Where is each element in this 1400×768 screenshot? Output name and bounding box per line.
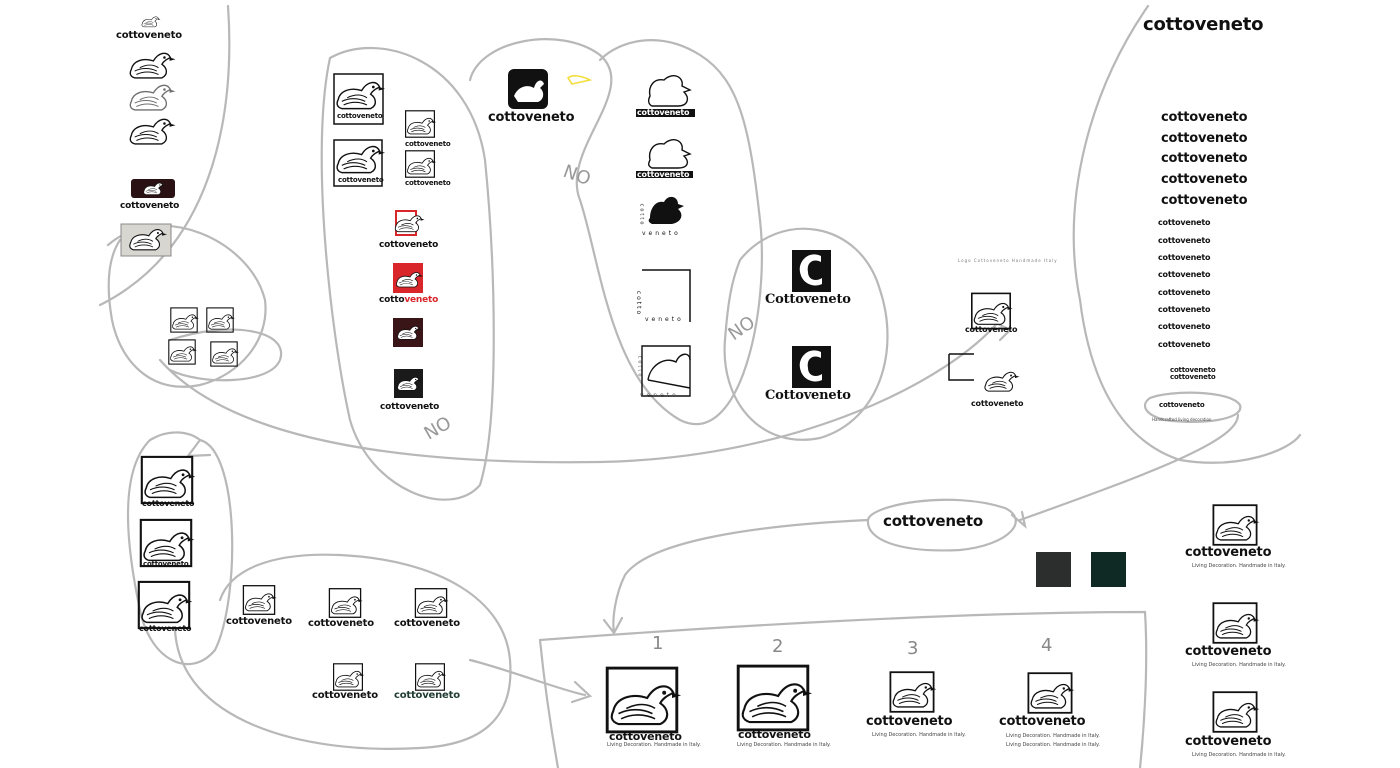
- lockup-tagline-1: Living Decoration. Handmade in Italy.: [1192, 563, 1286, 569]
- wordmark-mid-b: cottoveneto: [971, 399, 1024, 408]
- wordmark-col2-g: cottoveneto: [380, 402, 440, 412]
- wordmark-col3-large: cottoveneto: [488, 110, 575, 125]
- wordmark-col1-a: cottoveneto: [116, 30, 182, 41]
- wordmark-s4: cottoveneto: [1158, 270, 1211, 279]
- wordmark-ellipse: cottoveneto: [883, 512, 983, 530]
- split-label-a-bottom: veneto: [642, 230, 681, 237]
- lockup-wordmark-3: cottoveneto: [1185, 734, 1272, 749]
- c-monograms: [792, 250, 831, 388]
- lockup-wordmark-1: cottoveneto: [1185, 545, 1272, 560]
- wordmark-r1: cottoveneto: [1161, 110, 1248, 125]
- wordmark-col2-f: cottoveneto: [379, 295, 438, 305]
- wordmark-col2-f-top: cotto: [379, 295, 405, 305]
- wordmark-col2-b: cottoveneto: [338, 176, 384, 184]
- option-number-2: 2: [772, 636, 784, 657]
- wordmark-col2-a: cottoveneto: [337, 112, 383, 120]
- option-number-1: 1: [652, 633, 664, 654]
- wordmark-col2-c: cottoveneto: [405, 140, 451, 148]
- wordmark-s6: cottoveneto: [1158, 305, 1211, 314]
- wordmark-bm-4: cottoveneto: [312, 690, 378, 701]
- wordmark-s7: cottoveneto: [1158, 322, 1211, 331]
- color-swatch-dark: [1036, 552, 1071, 587]
- wordmark-hero: cottoveneto: [1143, 14, 1264, 35]
- middle-right-frames: [948, 293, 1021, 392]
- final-wordmark-2: cottoveneto: [738, 728, 811, 741]
- wordmark-col2-f-bottom: veneto: [404, 295, 439, 305]
- wordmark-left-b: cottoveneto: [143, 560, 189, 568]
- final-wordmark-3: cottoveneto: [866, 714, 953, 729]
- wordmark-r4: cottoveneto: [1161, 172, 1248, 187]
- wordmark-stacked: cottoveneto cottoveneto: [1170, 366, 1216, 381]
- wordmark-s2: cottoveneto: [1158, 236, 1211, 245]
- column2-marks: [333, 73, 436, 398]
- small-caption: Logo Cottoveneto Handmade Italy: [958, 258, 1058, 263]
- option-number-3: 3: [907, 638, 919, 659]
- wordmark-s8: cottoveneto: [1158, 340, 1211, 349]
- final-tagline-2: Living Decoration. Handmade in Italy.: [737, 742, 831, 748]
- left-column-frames: [139, 457, 196, 628]
- lockup-tagline-3: Living Decoration. Handmade in Italy.: [1192, 752, 1286, 758]
- color-swatch-teal: [1091, 552, 1126, 587]
- final-tagline-1: Living Decoration. Handmade in Italy.: [607, 742, 701, 748]
- wordmark-r2: cottoveneto: [1161, 131, 1248, 146]
- split-label-a-top: cotto: [638, 203, 645, 227]
- lockup-wordmark-2: cottoveneto: [1185, 644, 1272, 659]
- wordmark-s5: cottoveneto: [1158, 288, 1211, 297]
- tagline-handcrafted: Handcrafted living decoration: [1152, 417, 1212, 422]
- wordmark-bm-3: cottoveneto: [394, 618, 460, 629]
- wordmark-mid-a: cottoveneto: [965, 325, 1018, 334]
- wordmark-circled: cottoveneto: [1159, 401, 1205, 409]
- wordmark-col2-e: cottoveneto: [379, 240, 439, 250]
- split-label-b-bottom: veneto: [645, 316, 684, 323]
- wordmark-col2-d: cottoveneto: [405, 179, 451, 187]
- wordmark-col1-b: cottoveneto: [120, 201, 180, 211]
- split-label-c-bottom: veneto: [640, 392, 679, 399]
- wordmark-serif-a: Cottoveneto: [765, 292, 851, 307]
- lockup-tagline-2: Living Decoration. Handmade in Italy.: [1192, 662, 1286, 668]
- bottom-middle-frames: [243, 586, 448, 691]
- final-wordmark-1: cottoveneto: [609, 730, 682, 743]
- wordmark-left-a: cottoveneto: [142, 499, 195, 508]
- wordmark-s3: cottoveneto: [1158, 253, 1211, 262]
- wordmark-bm-1: cottoveneto: [226, 616, 292, 627]
- wordmark-s1: cottoveneto: [1158, 218, 1211, 227]
- wordmark-serif-b: Cottoveneto: [765, 388, 851, 403]
- column1-small-frames: [169, 308, 239, 366]
- wordmark-r5: cottoveneto: [1161, 193, 1248, 208]
- wordmark-left-c: cottoveneto: [139, 624, 192, 633]
- wordmark-bm-5: cottoveneto: [394, 690, 460, 701]
- wordmark-r3: cottoveneto: [1161, 151, 1248, 166]
- final-tagline-3: Living Decoration. Handmade in Italy.: [872, 732, 966, 738]
- split-label-c-top: cotto: [636, 355, 643, 379]
- wordmark-bm-2: cottoveneto: [308, 618, 374, 629]
- final-wordmark-4: cottoveneto: [999, 714, 1086, 729]
- wordmark-col3-b: cottoveneto: [637, 170, 690, 179]
- option-number-4: 4: [1041, 635, 1053, 656]
- final-tagline-4b: Living Decoration. Handmade in Italy.: [1006, 742, 1100, 748]
- final-tagline-4a: Living Decoration. Handmade in Italy.: [1006, 733, 1100, 739]
- right-final-frames: [1213, 505, 1259, 732]
- split-label-b-top: cotto: [635, 290, 643, 317]
- wordmark-col3-a: cottoveneto: [637, 108, 690, 117]
- column3-marks: [508, 69, 695, 397]
- column1-birds: [120, 16, 177, 257]
